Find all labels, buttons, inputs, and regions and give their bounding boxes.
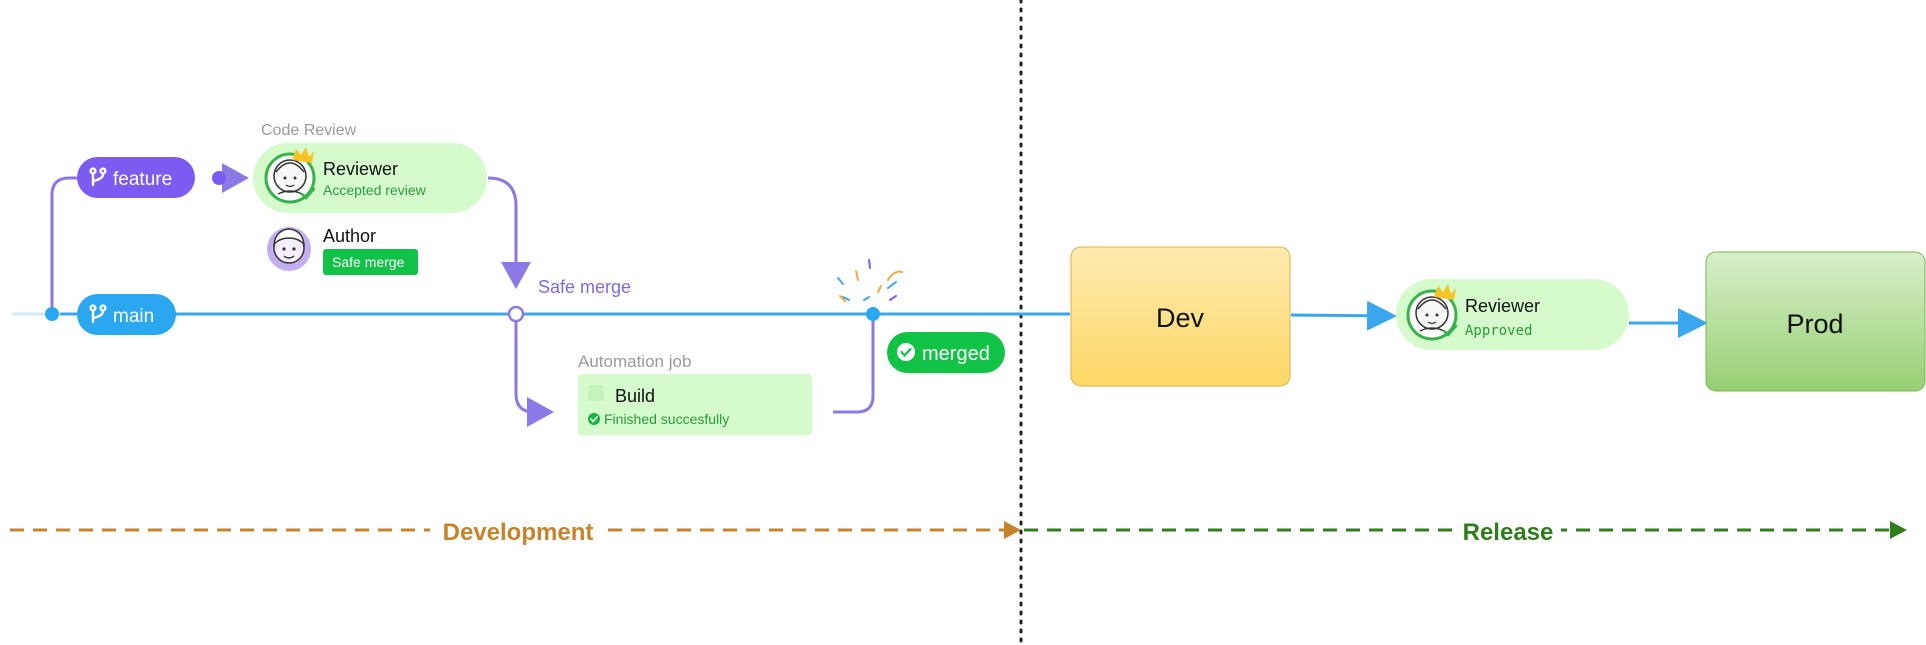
reviewer-avatar-icon bbox=[264, 152, 316, 204]
safe-merge-badge bbox=[323, 249, 418, 275]
dev-to-review-arrow bbox=[1290, 300, 1397, 331]
confetti-icon bbox=[837, 259, 903, 302]
code-review-title: Code Review bbox=[261, 122, 357, 139]
check-circle-icon bbox=[897, 343, 915, 361]
prod-label: Prod bbox=[1786, 309, 1843, 339]
development-arrow-head bbox=[1004, 521, 1021, 539]
merged-label: merged bbox=[922, 343, 990, 365]
main-to-automation-arrow bbox=[514, 314, 554, 427]
release-reviewer-name: Reviewer bbox=[1465, 296, 1540, 316]
build-status: Finished succesfully bbox=[604, 411, 729, 427]
automation-title: Automation job bbox=[578, 352, 691, 371]
main-branch-pill[interactable]: main bbox=[77, 294, 176, 335]
review-to-main-arrow bbox=[487, 176, 531, 289]
author-block: Author Safe merge bbox=[267, 226, 418, 275]
build-icon bbox=[588, 385, 604, 401]
release-reviewer-status: Approved bbox=[1465, 323, 1532, 339]
release-label-bg bbox=[1455, 514, 1561, 546]
main-branch-label: main bbox=[113, 306, 154, 327]
safe-merge-point bbox=[507, 305, 525, 323]
reviewer-status: Accepted review bbox=[323, 182, 427, 198]
reviewer-name: Reviewer bbox=[323, 159, 398, 179]
feature-commit-dot bbox=[212, 171, 226, 185]
author-avatar-icon bbox=[267, 227, 311, 271]
release-label: Release bbox=[1463, 519, 1554, 546]
merged-badge: merged bbox=[887, 332, 1005, 373]
build-card[interactable]: Build Finished succesfully bbox=[578, 374, 812, 435]
reviewer-card[interactable]: Reviewer Accepted review bbox=[253, 143, 487, 213]
check-circle-icon bbox=[588, 413, 600, 425]
dev-environment[interactable]: Dev bbox=[1070, 246, 1291, 387]
feature-branch-line bbox=[50, 176, 80, 314]
feature-branch-pill[interactable]: feature bbox=[77, 157, 195, 198]
feature-branch-label: feature bbox=[113, 169, 172, 190]
build-label: Build bbox=[615, 386, 655, 406]
release-reviewer-card[interactable]: Reviewer Approved bbox=[1396, 279, 1629, 350]
crown-icon bbox=[292, 147, 314, 163]
development-label-bg bbox=[430, 514, 602, 546]
reviewer-avatar-icon bbox=[1406, 289, 1458, 341]
merged-point bbox=[866, 307, 880, 321]
safe-merge-badge-text: Safe merge bbox=[332, 254, 405, 270]
crown-icon bbox=[1434, 284, 1456, 300]
development-label: Development bbox=[443, 519, 594, 546]
dev-label: Dev bbox=[1156, 303, 1205, 333]
safe-merge-label: Safe merge bbox=[538, 277, 631, 297]
prod-environment[interactable]: Prod bbox=[1705, 251, 1926, 392]
automation-to-main-line bbox=[833, 314, 875, 414]
git-branch-icon bbox=[89, 304, 107, 324]
release-arrow-head bbox=[1890, 521, 1907, 539]
git-branch-icon bbox=[89, 167, 107, 187]
main-start-dot bbox=[45, 307, 59, 321]
author-name: Author bbox=[323, 226, 376, 246]
